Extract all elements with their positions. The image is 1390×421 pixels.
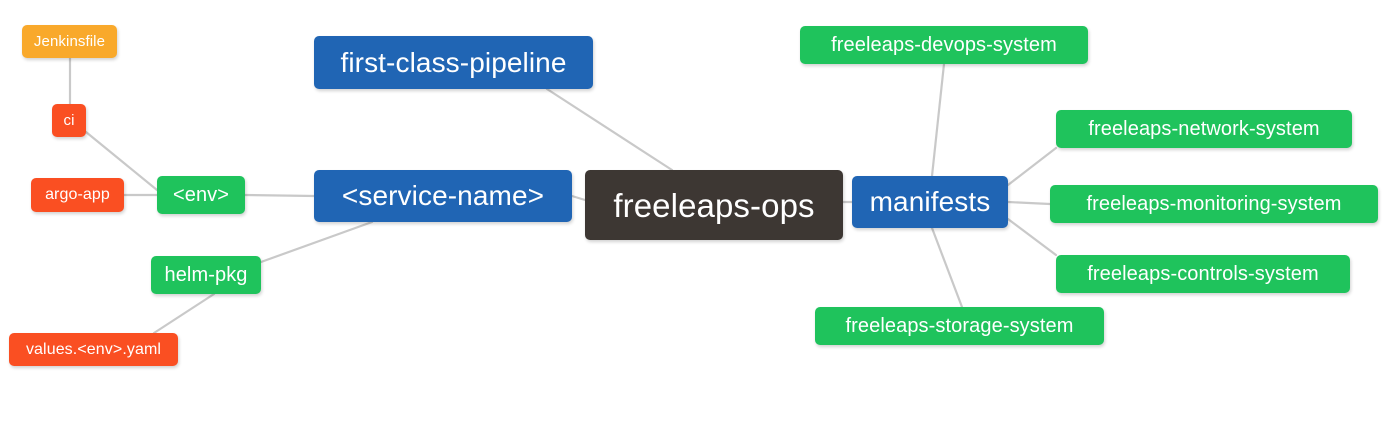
node-jenkinsfile[interactable]: Jenkinsfile [22,25,117,58]
node-label: freeleaps-devops-system [831,34,1057,56]
edge-manifests-storage [930,226,964,309]
node-argo-app[interactable]: argo-app [31,178,124,212]
node-label: values.<env>.yaml [25,340,162,358]
node-service-name[interactable]: <service-name> [314,170,572,222]
edge-pipeline-ops [545,87,674,172]
edge-service-name-ops [570,194,587,202]
node-first-class-pipeline[interactable]: first-class-pipeline [314,36,593,89]
node-freeleaps-controls-system[interactable]: freeleaps-controls-system [1056,255,1350,293]
node-label: ci [63,112,75,129]
node-label: freeleaps-storage-system [845,315,1074,337]
edge-values-helm-pkg [152,292,216,335]
edge-manifests-monitoring [1006,200,1052,206]
node-label: first-class-pipeline [340,46,567,78]
node-label: manifests [869,186,991,217]
edge-helm-pkg-service-name [259,220,374,264]
edge-manifests-devops [930,62,946,178]
node-manifests[interactable]: manifests [852,176,1008,228]
node-label: helm-pkg [164,264,248,286]
edge-manifests-network [1006,146,1058,187]
node-label: freeleaps-network-system [1088,118,1320,140]
node-freeleaps-devops-system[interactable]: freeleaps-devops-system [800,26,1088,64]
node-freeleaps-ops[interactable]: freeleaps-ops [585,170,843,240]
node-freeleaps-storage-system[interactable]: freeleaps-storage-system [815,307,1104,345]
node-freeleaps-monitoring-system[interactable]: freeleaps-monitoring-system [1050,185,1378,223]
node-label: freeleaps-ops [613,186,815,224]
edge-env-service-name [243,193,316,198]
node-label: Jenkinsfile [33,33,106,50]
node-label: argo-app [45,186,110,203]
node-label: freeleaps-controls-system [1087,263,1319,285]
node-env[interactable]: <env> [157,176,245,214]
node-label: freeleaps-monitoring-system [1086,193,1342,215]
node-helm-pkg[interactable]: helm-pkg [151,256,261,294]
edge-manifests-controls [1006,217,1058,257]
node-values-yaml[interactable]: values.<env>.yaml [9,333,178,366]
node-label: <env> [172,184,230,206]
node-freeleaps-network-system[interactable]: freeleaps-network-system [1056,110,1352,148]
node-ci[interactable]: ci [52,104,86,137]
node-label: <service-name> [341,180,545,211]
